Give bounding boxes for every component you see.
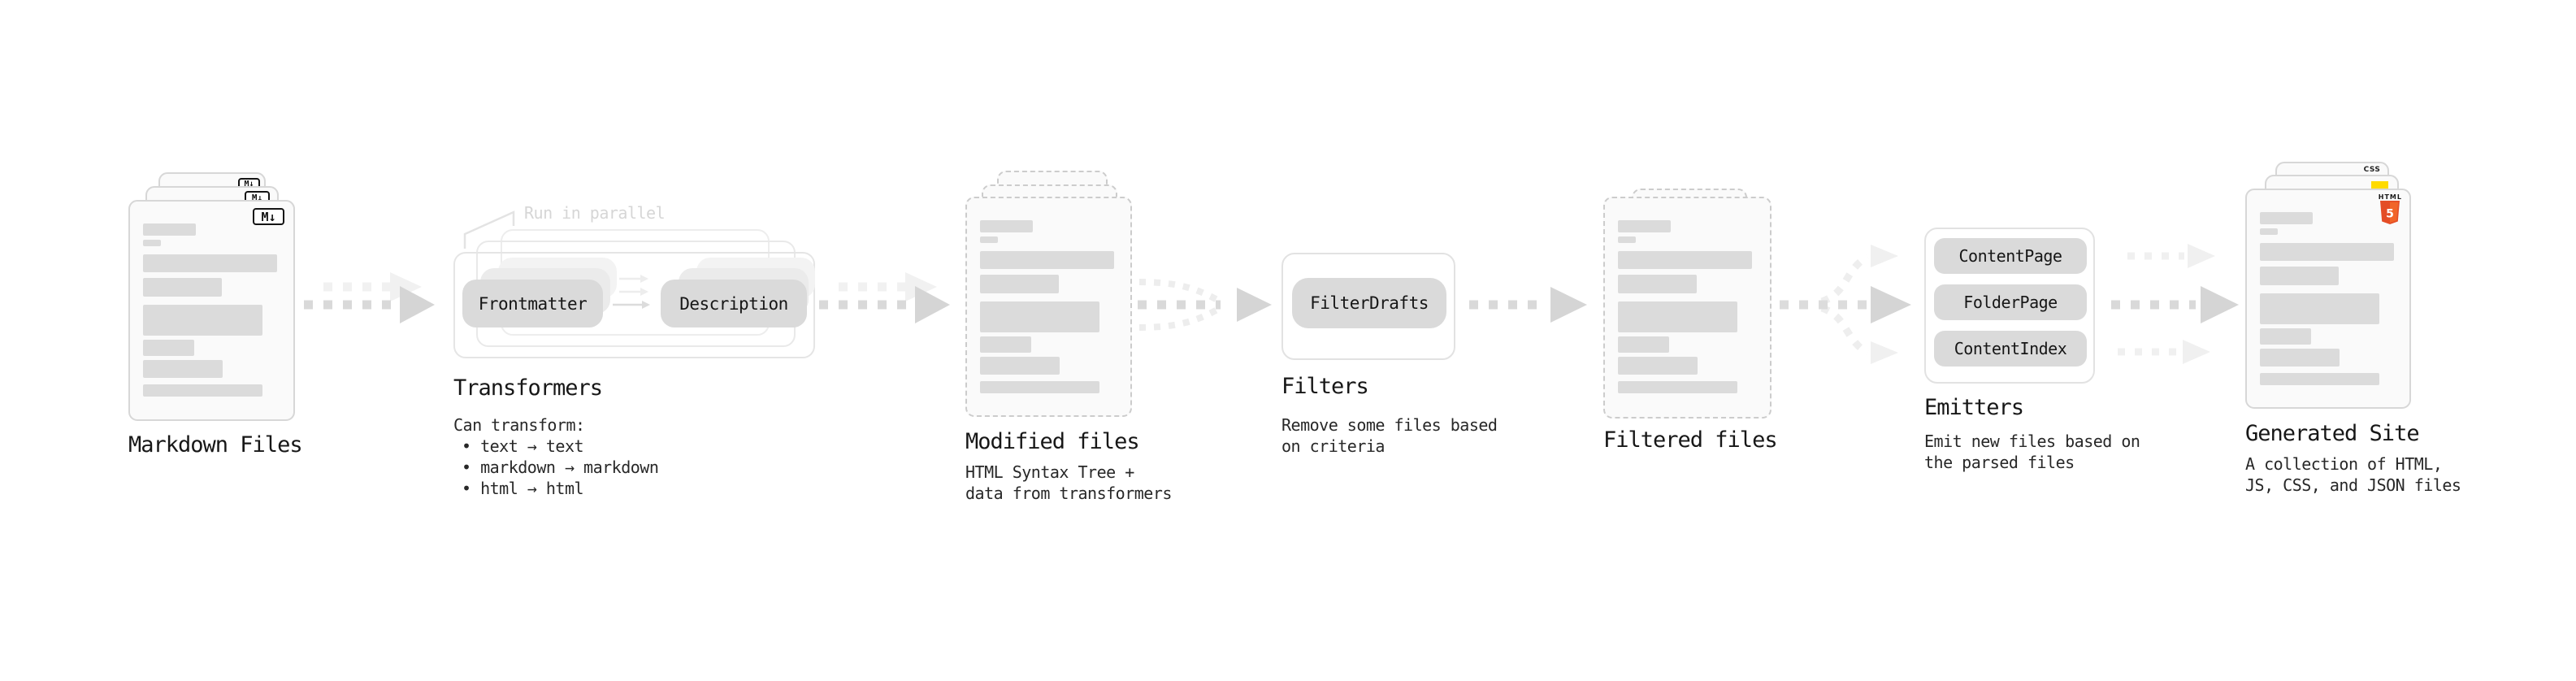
placeholder-line xyxy=(980,336,1031,353)
emitters-description: Emit new files based on the parsed files xyxy=(1924,431,2140,473)
emitters-label: Emitters xyxy=(1924,395,2024,420)
emitter-chip-contentpage: ContentPage xyxy=(1934,238,2087,274)
placeholder-line xyxy=(143,223,196,236)
markdown-files-label: Markdown Files xyxy=(128,432,303,458)
description-line: JS, CSS, and JSON files xyxy=(2245,475,2461,495)
description-line: HTML Syntax Tree + xyxy=(965,462,1134,482)
note-leader-line xyxy=(463,210,515,249)
placeholder-line xyxy=(2260,228,2278,235)
placeholder-line xyxy=(143,384,262,397)
placeholder-line xyxy=(143,240,161,246)
description-line: A collection of HTML, xyxy=(2245,454,2443,474)
html5-shield: 5 xyxy=(2380,201,2400,224)
document-placeholder-lines xyxy=(967,198,1130,393)
placeholder-line xyxy=(143,340,194,356)
description-line: on criteria xyxy=(1281,436,1385,456)
placeholder-line xyxy=(2260,267,2339,285)
generated-file-card: HTML 5 xyxy=(2245,189,2411,409)
flow-arrow-filtered-to-emitters xyxy=(1780,245,1911,364)
placeholder-line xyxy=(980,251,1114,269)
markdown-file-card: M↓ xyxy=(128,200,295,421)
placeholder-line xyxy=(2260,293,2379,324)
placeholder-line xyxy=(2260,349,2340,367)
emitter-chip-folderpage: FolderPage xyxy=(1934,284,2087,320)
flow-arrow-emitters-to-generated xyxy=(2111,244,2239,364)
document-placeholder-lines xyxy=(2247,190,2409,385)
transformer-chip-frontmatter: Frontmatter xyxy=(462,280,603,327)
transformers-label: Transformers xyxy=(453,375,603,401)
placeholder-line xyxy=(1618,220,1671,232)
description-line: data from transformers xyxy=(965,484,1172,503)
placeholder-line xyxy=(1618,301,1737,332)
placeholder-line xyxy=(143,360,223,378)
placeholder-line xyxy=(2260,328,2311,345)
run-in-parallel-note: Run in parallel xyxy=(524,203,666,223)
transformers-description-heading: Can transform: xyxy=(453,415,585,435)
placeholder-line xyxy=(980,301,1099,332)
modified-files-description: HTML Syntax Tree + data from transformer… xyxy=(965,462,1172,504)
placeholder-line xyxy=(1618,381,1737,393)
flow-arrow-markdown-to-transformers xyxy=(304,272,435,323)
placeholder-line xyxy=(1618,251,1752,269)
description-line: the parsed files xyxy=(1924,453,2075,472)
html5-icon-number: 5 xyxy=(2387,208,2395,221)
generated-site-label: Generated Site xyxy=(2245,421,2420,446)
filtered-file-card xyxy=(1603,197,1772,419)
document-placeholder-lines xyxy=(130,202,293,397)
filters-container xyxy=(1281,253,1455,360)
placeholder-line xyxy=(980,236,998,243)
filtered-files-label: Filtered files xyxy=(1603,427,1778,453)
filter-chip-filterdrafts: FilterDrafts xyxy=(1292,278,1446,328)
placeholder-line xyxy=(980,275,1059,293)
placeholder-line xyxy=(1618,357,1698,375)
html5-icon-label: HTML xyxy=(2378,193,2402,201)
generated-site-description: A collection of HTML, JS, CSS, and JSON … xyxy=(2245,453,2461,496)
transformer-chip-description: Description xyxy=(661,280,807,327)
placeholder-line xyxy=(1618,236,1636,243)
placeholder-line xyxy=(2260,373,2379,385)
emitter-chip-contentindex: ContentIndex xyxy=(1934,331,2087,367)
placeholder-line xyxy=(980,220,1033,232)
placeholder-line xyxy=(2260,243,2394,261)
markdown-icon: M↓ xyxy=(253,208,284,225)
flow-arrow-modified-to-filters xyxy=(1138,279,1272,331)
transformers-description: Can transform: • text → text • markdown … xyxy=(453,414,659,499)
document-placeholder-lines xyxy=(1605,198,1770,393)
modified-file-card xyxy=(965,197,1132,417)
placeholder-line xyxy=(1618,275,1697,293)
flow-arrow-transformers-to-modified xyxy=(819,272,950,323)
emitters-container xyxy=(1924,228,2095,384)
filters-label: Filters xyxy=(1281,374,1369,399)
transformer-frame-front xyxy=(453,252,815,358)
html5-file-icon: HTML 5 xyxy=(2379,194,2402,224)
transform-type-item: • html → html xyxy=(462,479,584,498)
transform-type-item: • text → text xyxy=(462,436,584,456)
modified-files-label: Modified files xyxy=(965,429,1140,454)
placeholder-line xyxy=(2260,212,2313,224)
placeholder-line xyxy=(1618,336,1669,353)
js-file-icon xyxy=(2371,181,2388,189)
css-icon-label: CSS xyxy=(2363,166,2381,174)
filters-description: Remove some files based on criteria xyxy=(1281,414,1498,457)
placeholder-line xyxy=(980,357,1060,375)
placeholder-line xyxy=(143,278,222,297)
placeholder-line xyxy=(143,305,262,336)
description-line: Remove some files based xyxy=(1281,415,1498,435)
parallel-mini-arrows xyxy=(613,275,650,309)
placeholder-line xyxy=(980,381,1099,393)
description-line: Emit new files based on xyxy=(1924,432,2140,451)
transform-type-item: • markdown → markdown xyxy=(462,458,659,477)
placeholder-line xyxy=(143,254,277,272)
flow-arrow-filters-to-filtered xyxy=(1469,287,1587,323)
